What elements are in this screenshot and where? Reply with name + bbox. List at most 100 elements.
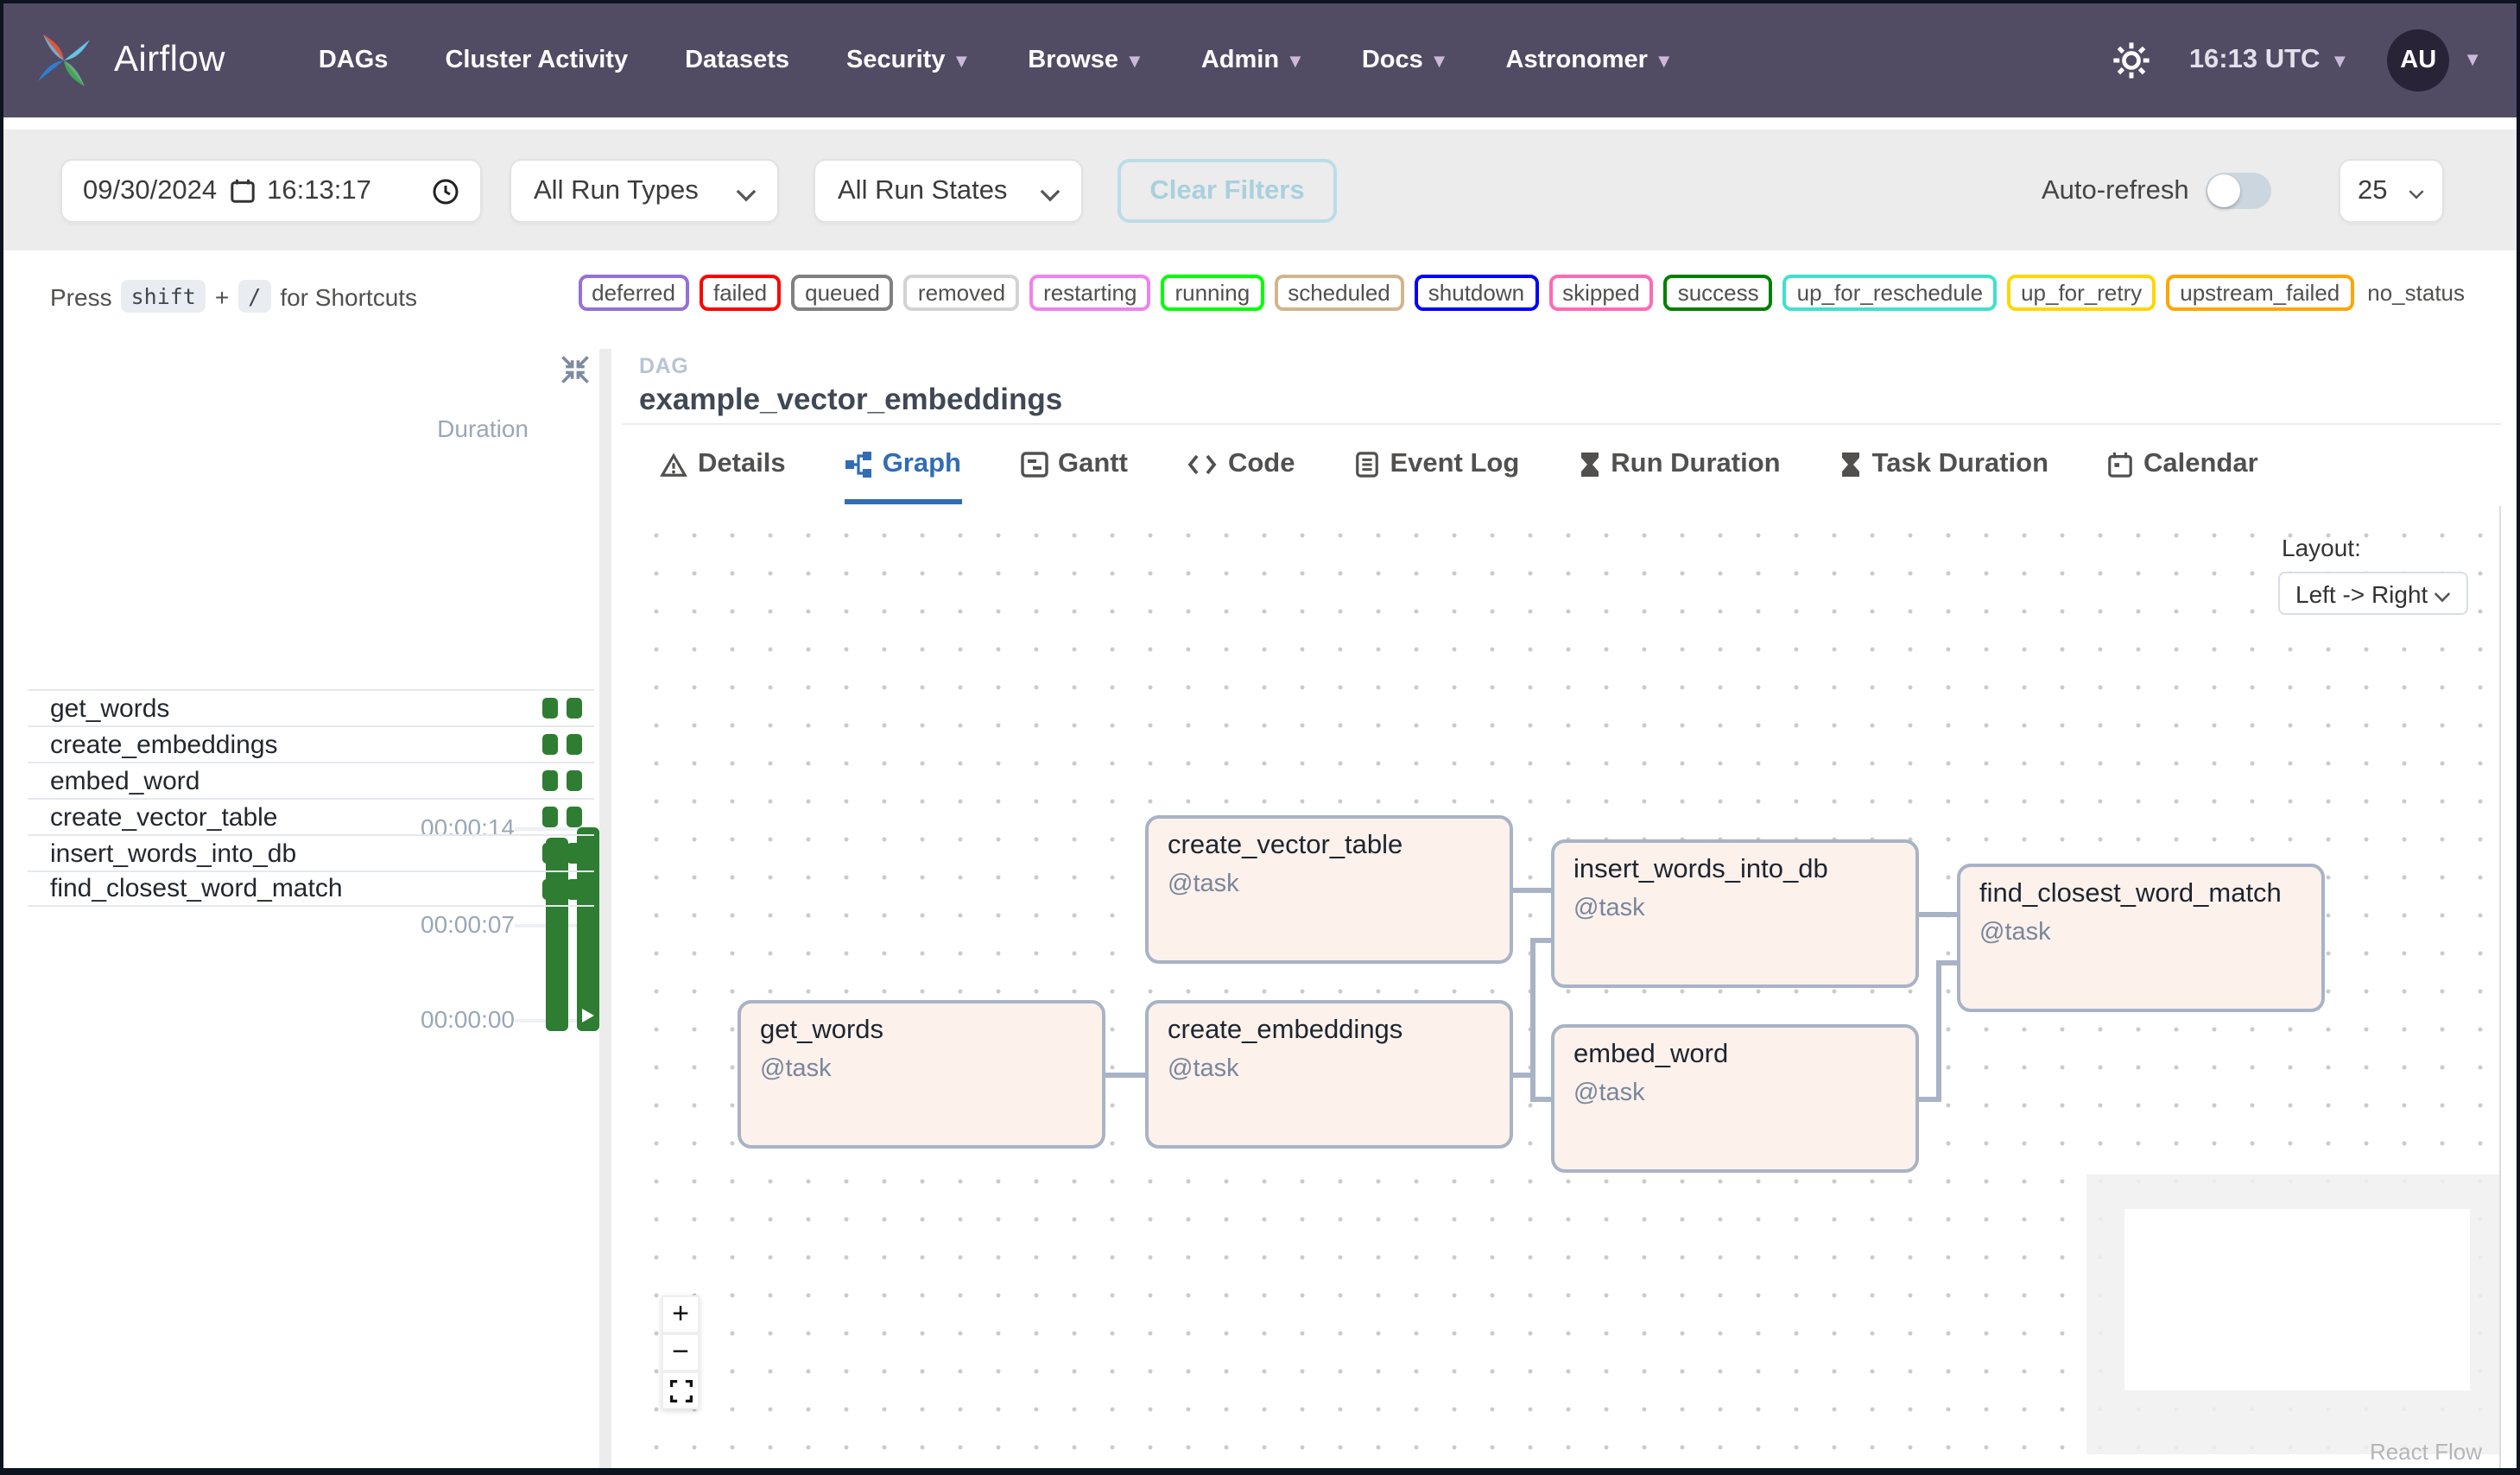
clear-filters-button[interactable]: Clear Filters [1118, 159, 1337, 223]
task-instance-square[interactable] [567, 878, 582, 899]
run-types-value: All Run Types [534, 175, 699, 205]
status-badge-upstream_failed[interactable]: upstream_failed [2166, 275, 2354, 311]
task-row-find_closest_word_match[interactable]: find_closest_word_match [28, 870, 594, 907]
status-badge-queued[interactable]: queued [791, 275, 894, 311]
task-node-insert_words_into_db[interactable]: insert_words_into_db@task [1551, 839, 1919, 988]
task-instance-square[interactable] [567, 698, 582, 719]
task-instance-squares [542, 734, 594, 755]
chevron-down-icon: ▼ [1286, 52, 1305, 73]
task-row-embed_word[interactable]: embed_word [28, 762, 594, 798]
datetime-picker[interactable]: 09/30/2024 16:13:17 [60, 159, 482, 223]
run-states-select[interactable]: All Run States [814, 159, 1083, 223]
minimap[interactable] [2086, 1174, 2499, 1454]
code-icon [1187, 453, 1218, 477]
nav-item-astronomer[interactable]: Astronomer▼ [1505, 47, 1674, 74]
tab-label: Details [698, 449, 786, 478]
fit-view-icon [669, 1379, 692, 1402]
nav-item-datasets[interactable]: Datasets [685, 47, 789, 74]
run-types-select[interactable]: All Run Types [510, 159, 779, 223]
nav-item-dags[interactable]: DAGs [318, 47, 389, 74]
task-node-get_words[interactable]: get_words@task [738, 1000, 1105, 1149]
tab-label: Event Log [1390, 449, 1520, 478]
task-instance-square[interactable] [542, 770, 558, 791]
task-node-create_embeddings[interactable]: create_embeddings@task [1145, 1000, 1513, 1149]
page-size-select[interactable]: 25 [2339, 159, 2444, 223]
tab-gantt[interactable]: Gantt [1020, 425, 1128, 504]
status-badge-restarting[interactable]: restarting [1029, 275, 1151, 311]
minimap-viewport [2124, 1209, 2470, 1390]
reactflow-attribution: React Flow [2369, 1439, 2482, 1465]
dag-edge [1936, 959, 1957, 965]
dag-title: example_vector_embeddings [639, 382, 1063, 416]
task-node-decorator: @task [1168, 1055, 1239, 1083]
nav-item-security[interactable]: Security▼ [846, 47, 972, 74]
task-row-create_vector_table[interactable]: create_vector_table [28, 798, 594, 834]
status-badge-failed[interactable]: failed [699, 275, 782, 311]
task-node-create_vector_table[interactable]: create_vector_table@task [1145, 815, 1513, 964]
status-badge-removed[interactable]: removed [903, 275, 1020, 311]
eventlog-icon [1353, 451, 1379, 478]
status-badge-running[interactable]: running [1161, 275, 1264, 311]
task-node-title: insert_words_into_db [1573, 855, 1828, 884]
gear-icon[interactable] [2113, 41, 2151, 79]
zoom-out-button[interactable]: − [662, 1333, 700, 1371]
nav-item-admin[interactable]: Admin▼ [1200, 47, 1305, 74]
status-badge-success[interactable]: success [1663, 275, 1773, 311]
tab-run-duration[interactable]: Run Duration [1578, 425, 1781, 504]
dag-edge [1530, 937, 1551, 942]
task-row-insert_words_into_db[interactable]: insert_words_into_db [28, 834, 594, 870]
clock-menu[interactable]: 16:13 UTC▼ [2189, 45, 2349, 76]
task-row-get_words[interactable]: get_words [28, 689, 594, 725]
task-instance-square[interactable] [542, 734, 558, 755]
task-node-title: create_vector_table [1168, 831, 1403, 860]
run-states-value: All Run States [838, 175, 1008, 205]
tab-calendar[interactable]: Calendar [2107, 425, 2258, 504]
status-badge-skipped[interactable]: skipped [1548, 275, 1654, 311]
task-node-embed_word[interactable]: embed_word@task [1551, 1024, 1919, 1173]
chevron-down-icon [2434, 585, 2451, 602]
zoom-in-button[interactable]: + [662, 1295, 700, 1333]
task-row-create_embeddings[interactable]: create_embeddings [28, 725, 594, 762]
task-instance-square[interactable] [567, 734, 582, 755]
task-instance-square[interactable] [567, 807, 582, 827]
tab-event-log[interactable]: Event Log [1353, 425, 1519, 504]
status-badge-up_for_reschedule[interactable]: up_for_reschedule [1782, 275, 1998, 311]
task-name: find_closest_word_match [50, 874, 343, 903]
task-instance-square[interactable] [542, 843, 558, 864]
tab-code[interactable]: Code [1187, 425, 1295, 504]
task-instance-square[interactable] [542, 807, 558, 827]
tab-details[interactable]: Details [660, 425, 786, 504]
nav-item-cluster-activity[interactable]: Cluster Activity [445, 47, 629, 74]
clock-icon [433, 178, 459, 204]
auto-refresh-toggle[interactable] [2206, 173, 2272, 209]
tab-graph[interactable]: Graph [844, 425, 961, 504]
user-menu[interactable]: AU ▼ [2387, 29, 2482, 92]
chevron-down-icon: ▼ [952, 52, 972, 73]
chevron-down-icon: ▼ [2330, 52, 2350, 73]
status-badge-scheduled[interactable]: scheduled [1274, 275, 1404, 311]
status-badge-shutdown[interactable]: shutdown [1414, 275, 1539, 311]
task-instance-square[interactable] [542, 878, 558, 899]
duration-tick: 00:00:00 [421, 1005, 515, 1033]
status-badge-up_for_retry[interactable]: up_for_retry [2007, 275, 2156, 311]
nav-item-docs[interactable]: Docs▼ [1361, 47, 1449, 74]
collapse-panel-icon[interactable] [560, 354, 591, 385]
layout-select[interactable]: Left -> Right [2278, 572, 2468, 615]
task-instance-square[interactable] [542, 698, 558, 719]
canvas-controls: + − [662, 1295, 700, 1409]
task-instance-square[interactable] [567, 770, 582, 791]
task-node-title: embed_word [1573, 1040, 1729, 1069]
duration-bar[interactable] [546, 838, 568, 1031]
task-instance-square[interactable] [567, 843, 582, 864]
duration-tick: 00:00:14 [421, 813, 515, 841]
panel-divider[interactable] [599, 349, 611, 1468]
task-node-find_closest_word_match[interactable]: find_closest_word_match@task [1957, 864, 2325, 1012]
graph-canvas[interactable]: Layout: Left -> Right create_vector_tabl… [622, 506, 2501, 1468]
tab-task-duration[interactable]: Task Duration [1839, 425, 2048, 504]
fit-view-button[interactable] [662, 1371, 700, 1409]
nav-item-browse[interactable]: Browse▼ [1028, 47, 1144, 74]
status-badge-deferred[interactable]: deferred [578, 275, 689, 311]
airflow-brand[interactable]: Airflow [3, 28, 225, 93]
